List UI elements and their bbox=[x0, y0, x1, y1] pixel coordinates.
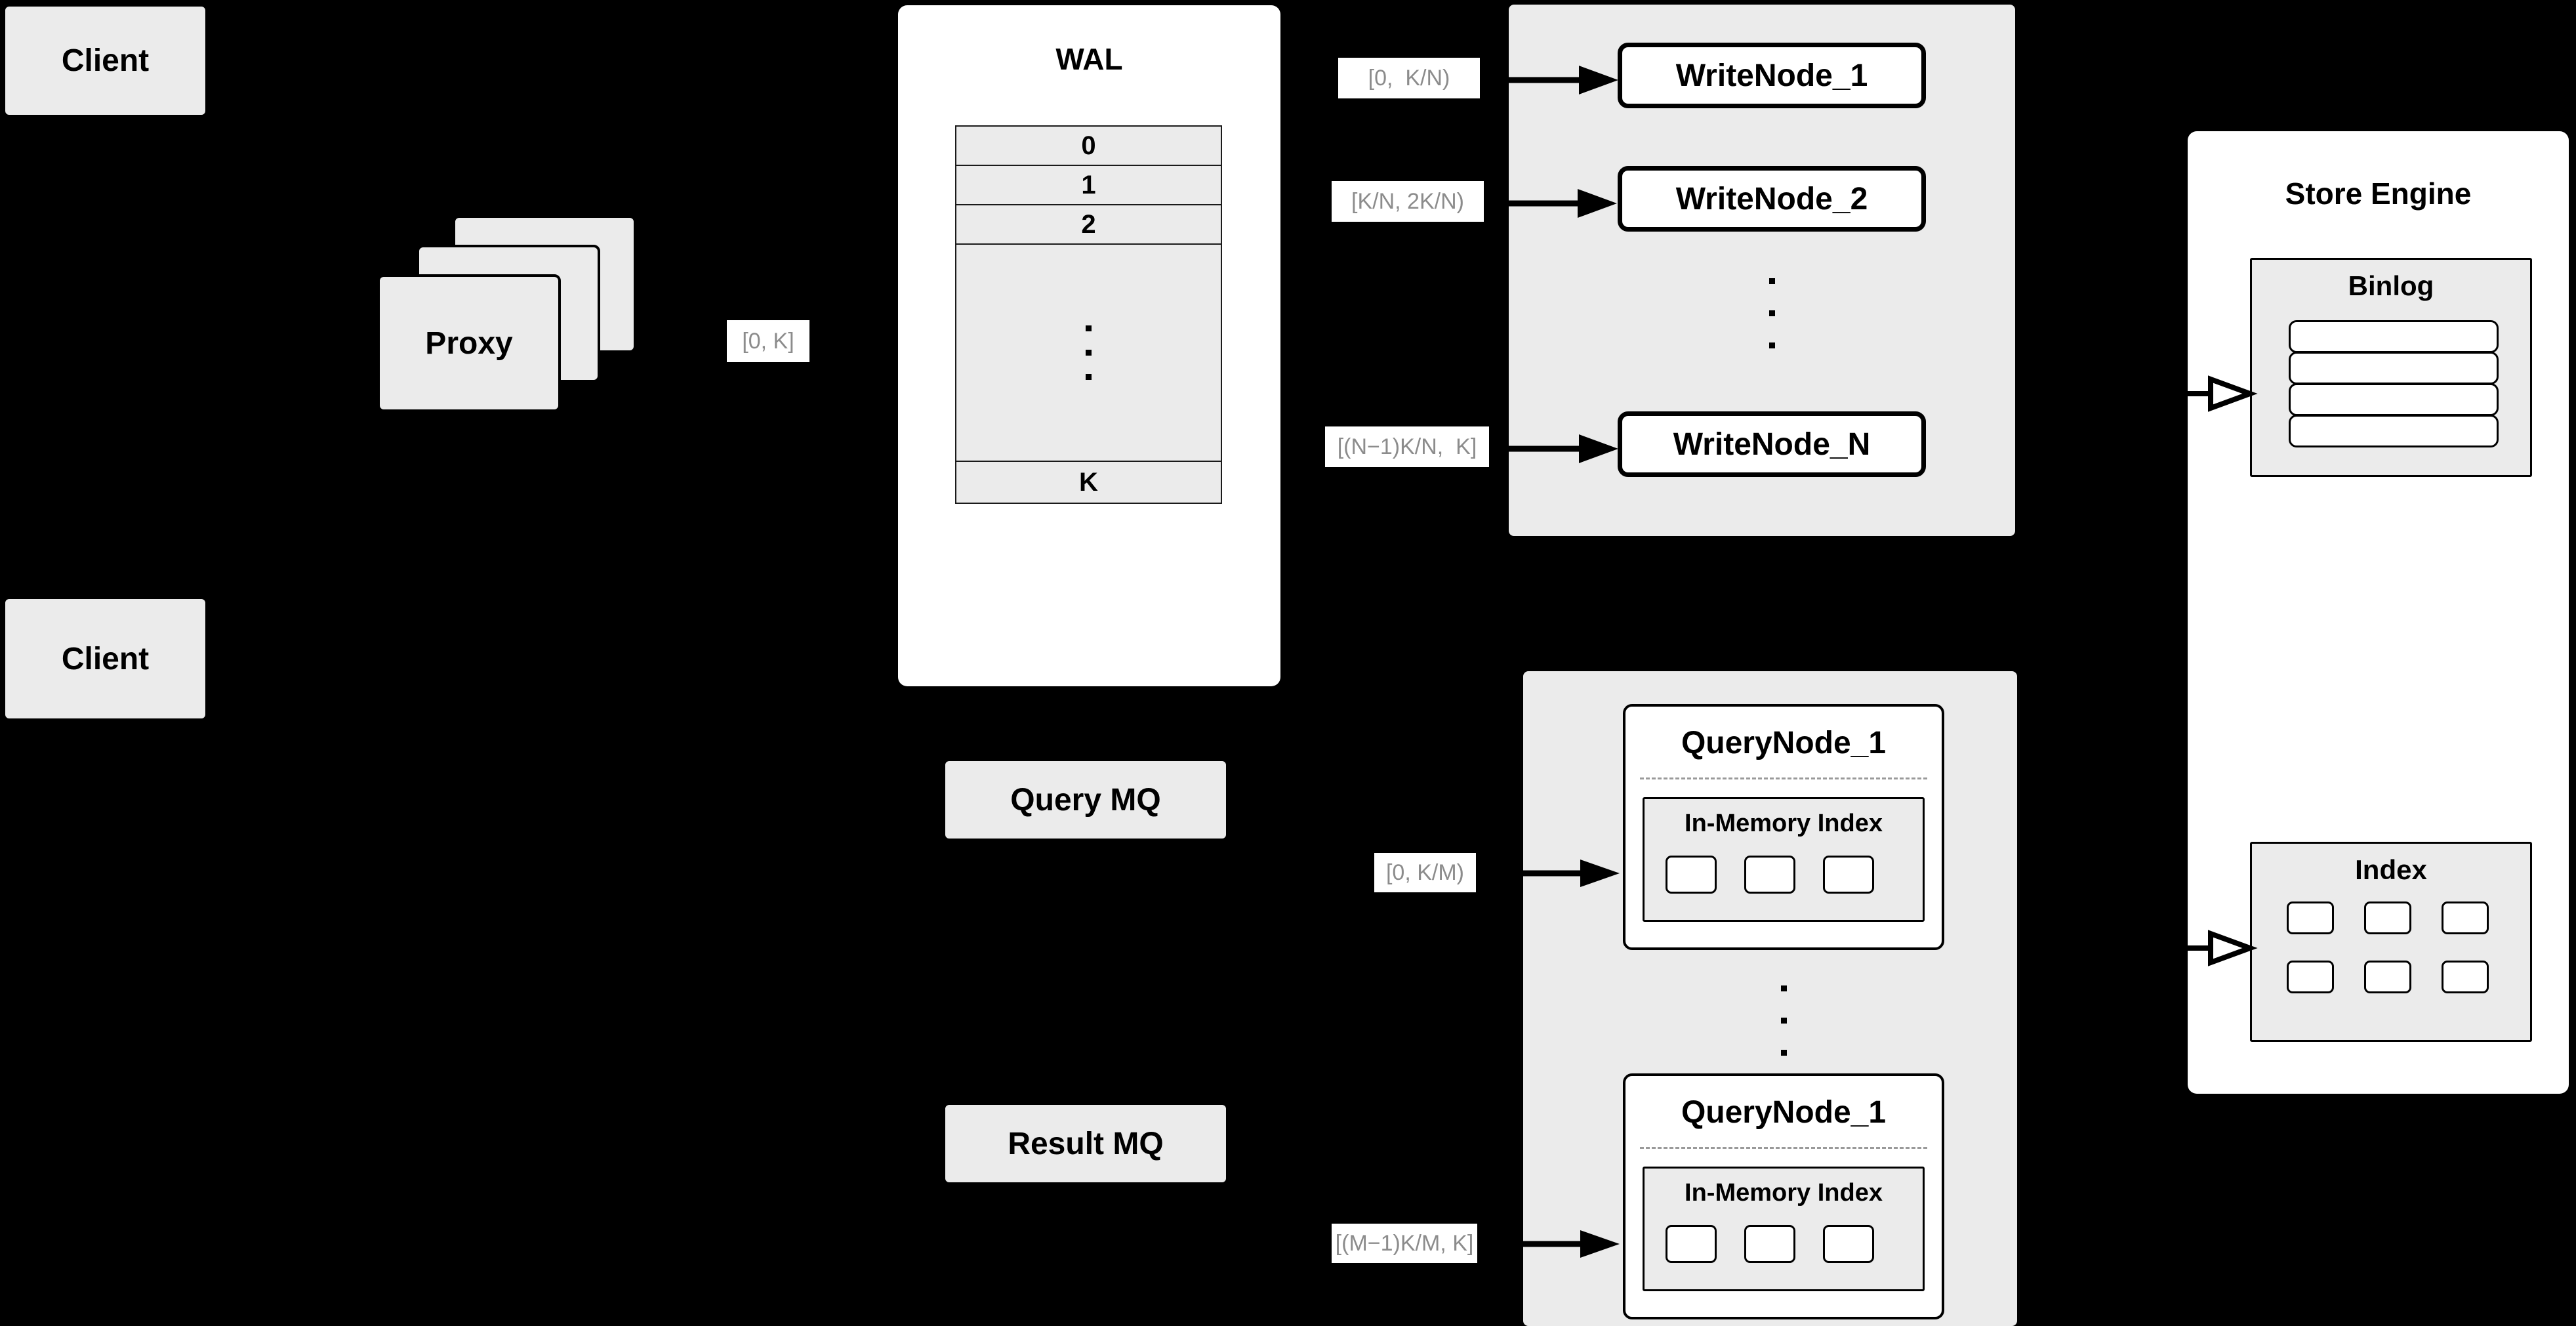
store-index-cell bbox=[2442, 961, 2489, 993]
wal-entry-list: 0 1 2 K bbox=[955, 125, 1222, 634]
index-panel: Index bbox=[2250, 842, 2532, 1042]
ellipsis-dot bbox=[1780, 985, 1787, 991]
wal-entry-1: 1 bbox=[955, 165, 1222, 205]
query-node-1-label: QueryNode_1 bbox=[1681, 726, 1887, 760]
client-label-2: Client bbox=[61, 641, 150, 676]
query-mq-label: Query MQ bbox=[1010, 782, 1161, 818]
index-inbound-arrow bbox=[2182, 930, 2258, 966]
write-node-n[interactable]: WriteNode_N bbox=[1618, 411, 1926, 477]
store-index-cell bbox=[2287, 901, 2334, 934]
write-node-2-label: WriteNode_2 bbox=[1675, 181, 1868, 217]
query-node-2-memory-index-title: In-Memory Index bbox=[1685, 1179, 1883, 1207]
query-mq-box[interactable]: Query MQ bbox=[945, 761, 1226, 839]
index-title: Index bbox=[2355, 854, 2427, 885]
binlog-row bbox=[2289, 415, 2499, 447]
store-index-cell bbox=[2442, 901, 2489, 934]
index-cell bbox=[1823, 856, 1874, 894]
ellipsis-dot bbox=[1768, 278, 1775, 284]
query-node-group: QueryNode_1 In-Memory Index QueryNode_1 … bbox=[1523, 671, 2017, 1326]
query-node-1-memory-index: In-Memory Index bbox=[1643, 797, 1925, 922]
store-index-cell bbox=[2364, 901, 2411, 934]
query-node-2[interactable]: QueryNode_1 In-Memory Index bbox=[1623, 1073, 1944, 1319]
query-node-1-range-label: [0, K/M) bbox=[1374, 853, 1476, 892]
query-node-1-arrow bbox=[1484, 860, 1620, 887]
index-cell bbox=[1744, 1225, 1795, 1263]
write-node-2-range-label: [K/N, 2K/N) bbox=[1332, 181, 1484, 222]
wal-panel: WAL 0 1 2 K bbox=[898, 5, 1280, 686]
write-node-1[interactable]: WriteNode_1 bbox=[1618, 43, 1926, 108]
binlog-row bbox=[2289, 320, 2499, 353]
client-box-1[interactable]: Client bbox=[5, 7, 205, 115]
ellipsis-dot bbox=[1780, 1050, 1787, 1056]
query-node-2-arrow bbox=[1484, 1230, 1620, 1258]
query-node-1[interactable]: QueryNode_1 In-Memory Index bbox=[1623, 704, 1944, 950]
client-box-2[interactable]: Client bbox=[5, 599, 205, 718]
wal-ellipsis bbox=[955, 243, 1222, 462]
binlog-panel: Binlog bbox=[2250, 258, 2532, 477]
result-mq-box[interactable]: Result MQ bbox=[945, 1105, 1226, 1182]
ellipsis-dot bbox=[1086, 325, 1092, 331]
ellipsis-dot bbox=[1768, 310, 1775, 316]
write-node-2[interactable]: WriteNode_2 bbox=[1618, 166, 1926, 232]
ellipsis-dot bbox=[1086, 350, 1092, 356]
store-engine-title: Store Engine bbox=[2285, 176, 2472, 211]
proxy-label: Proxy bbox=[425, 325, 513, 361]
write-node-2-arrow bbox=[1489, 189, 1617, 218]
write-node-n-label: WriteNode_N bbox=[1673, 426, 1871, 462]
client-label-1: Client bbox=[61, 43, 150, 78]
write-node-1-range-label: [0, K/N) bbox=[1338, 58, 1480, 98]
query-node-ellipsis bbox=[1623, 966, 1944, 1075]
write-node-n-arrow bbox=[1493, 434, 1618, 463]
wal-title: WAL bbox=[1055, 42, 1123, 76]
ellipsis-dot bbox=[1768, 342, 1775, 348]
write-node-group: WriteNode_1 WriteNode_2 WriteNode_N bbox=[1509, 5, 2015, 536]
ellipsis-dot bbox=[1086, 374, 1092, 380]
proxy-range-label: [0, K] bbox=[727, 320, 809, 362]
write-node-1-label: WriteNode_1 bbox=[1675, 58, 1868, 93]
query-node-1-separator bbox=[1640, 777, 1927, 779]
proxy-stack[interactable]: Proxy bbox=[377, 209, 672, 445]
write-node-n-range-label: [(N−1)K/N, K] bbox=[1325, 426, 1489, 467]
query-node-1-memory-index-title: In-Memory Index bbox=[1685, 810, 1883, 837]
result-mq-label: Result MQ bbox=[1008, 1126, 1164, 1161]
binlog-title: Binlog bbox=[2348, 270, 2434, 301]
index-cell bbox=[1666, 1225, 1717, 1263]
store-engine-panel: Store Engine Binlog Index bbox=[2188, 131, 2569, 1094]
binlog-row bbox=[2289, 352, 2499, 384]
query-node-2-separator bbox=[1640, 1147, 1927, 1149]
store-index-cell bbox=[2287, 961, 2334, 993]
query-node-2-memory-index: In-Memory Index bbox=[1643, 1167, 1925, 1291]
store-index-cell bbox=[2364, 961, 2411, 993]
query-node-2-range-label: [(M−1)K/M, K] bbox=[1332, 1224, 1477, 1263]
write-node-1-arrow bbox=[1484, 66, 1618, 94]
wal-entry-0: 0 bbox=[955, 125, 1222, 166]
write-node-ellipsis bbox=[1618, 260, 1926, 365]
proxy-card-front[interactable]: Proxy bbox=[377, 274, 561, 412]
ellipsis-dot bbox=[1780, 1018, 1787, 1024]
binlog-row bbox=[2289, 383, 2499, 416]
binlog-inbound-arrow bbox=[2182, 375, 2258, 412]
wal-entry-last: K bbox=[955, 461, 1222, 504]
query-node-2-label: QueryNode_1 bbox=[1681, 1095, 1887, 1130]
wal-entry-2: 2 bbox=[955, 204, 1222, 245]
index-cell bbox=[1744, 856, 1795, 894]
index-cell bbox=[1823, 1225, 1874, 1263]
index-cell bbox=[1666, 856, 1717, 894]
